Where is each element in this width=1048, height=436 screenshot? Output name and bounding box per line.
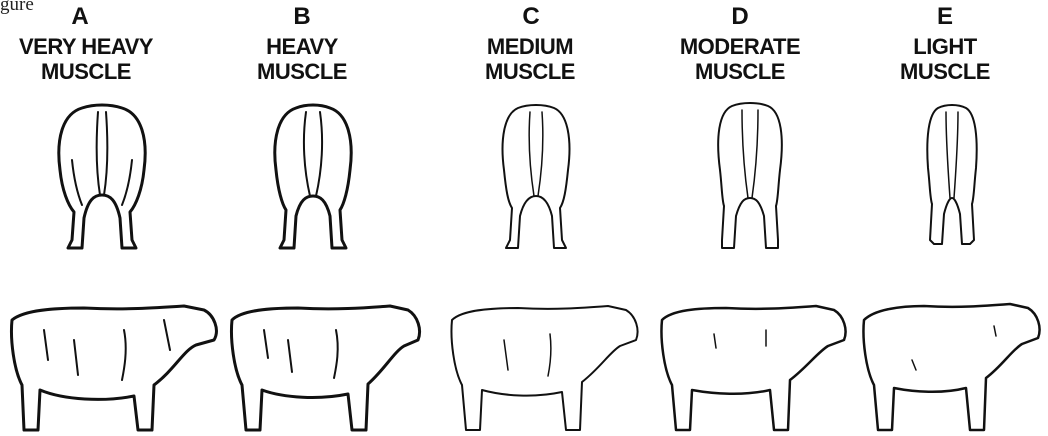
grade-d-side-view-icon: [654, 290, 854, 435]
grade-b-side-view-icon: [224, 290, 424, 435]
grade-a-rear-view-icon: [52, 100, 152, 255]
grade-e-label: LIGHT MUSCLE: [842, 34, 1048, 84]
grade-a-side-view-icon: [4, 290, 224, 435]
grade-e-letter: E: [842, 4, 1048, 30]
grade-d-letter: D: [642, 4, 838, 30]
grade-d-rear-view-icon: [712, 100, 788, 255]
grade-b-letter: B: [196, 4, 408, 30]
grade-b-label: HEAVY MUSCLE: [196, 34, 408, 84]
grade-e-column: E LIGHT MUSCLE: [848, 0, 1048, 436]
grade-d-column: D MODERATE MUSCLE: [638, 0, 838, 436]
grade-e-side-view-icon: [854, 290, 1048, 435]
grade-b-column: B HEAVY MUSCLE: [208, 0, 408, 436]
grade-c-letter: C: [434, 4, 628, 30]
grade-c-side-view-icon: [444, 290, 644, 435]
grade-c-rear-view-icon: [496, 100, 576, 255]
grade-b-rear-view-icon: [268, 100, 358, 255]
grade-a-letter: A: [0, 4, 200, 30]
grade-c-label: MEDIUM MUSCLE: [432, 34, 628, 84]
grade-a-label: VERY HEAVY MUSCLE: [0, 34, 200, 84]
grade-a-column: A VERY HEAVY MUSCLE: [0, 0, 200, 436]
grade-c-column: C MEDIUM MUSCLE: [428, 0, 628, 436]
grade-e-rear-view-icon: [922, 100, 982, 250]
grade-d-label: MODERATE MUSCLE: [642, 34, 838, 84]
